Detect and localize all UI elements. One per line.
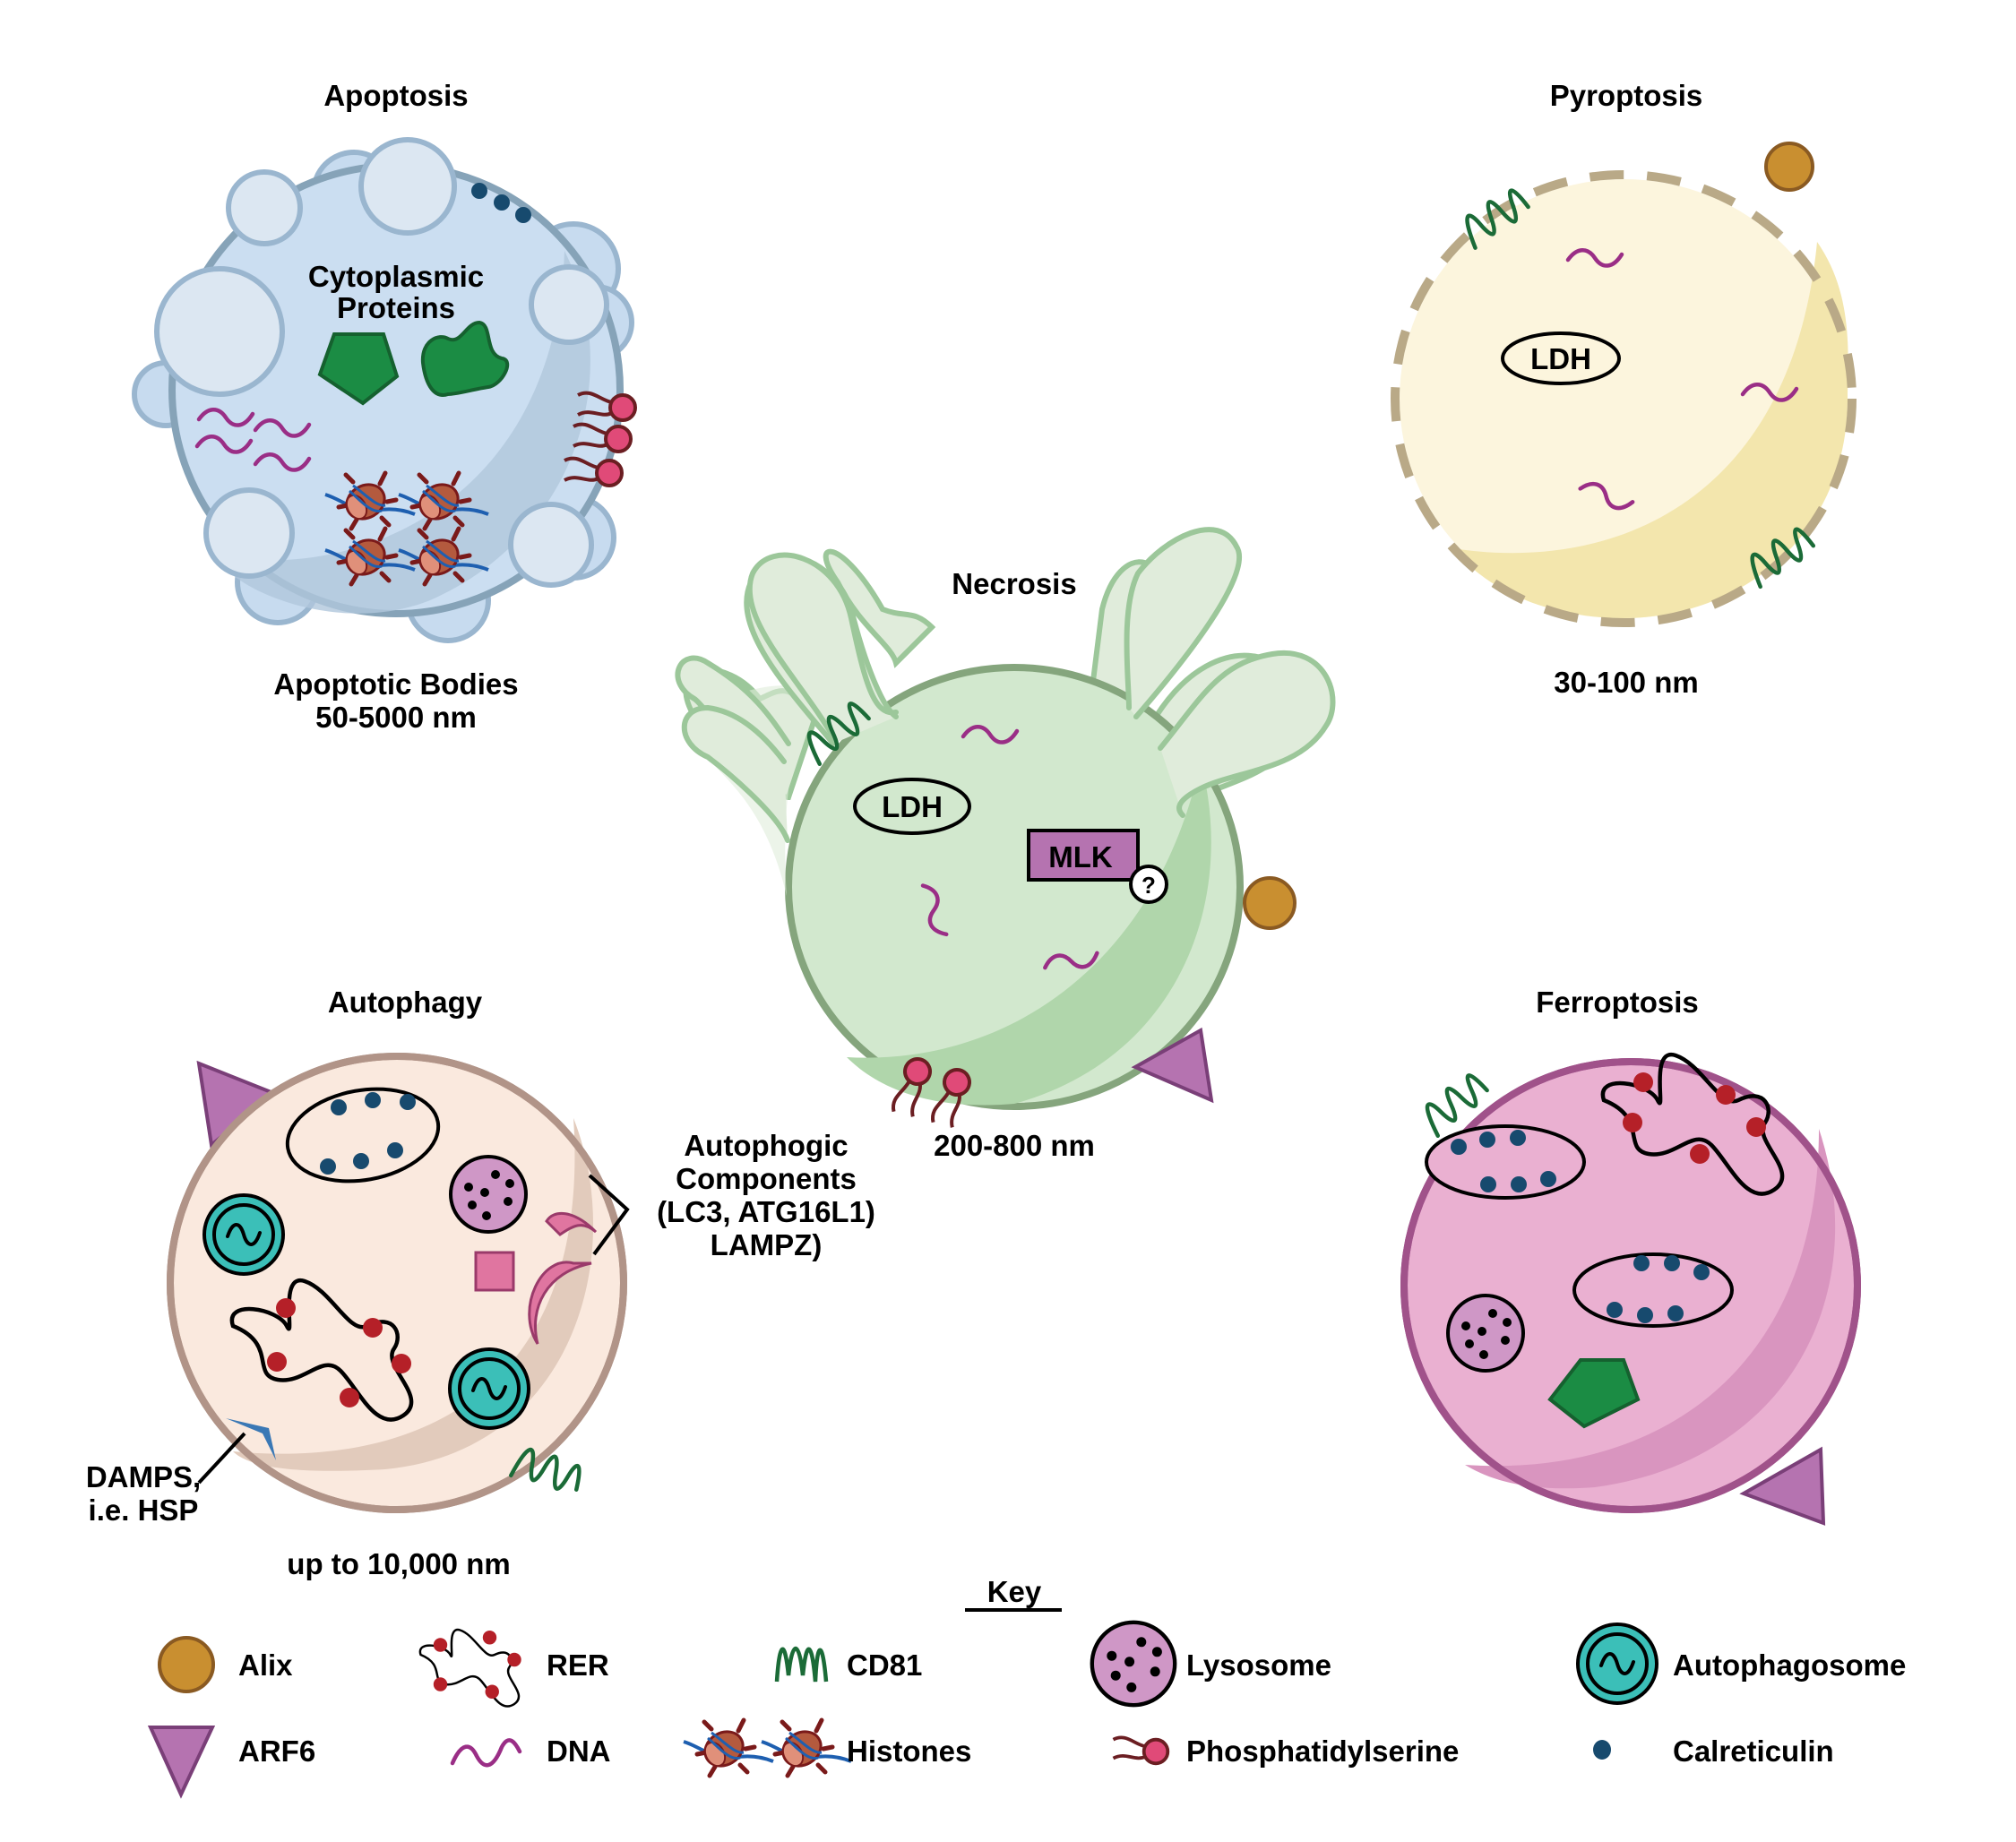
key-label: Phosphatidylserine <box>1186 1734 1459 1768</box>
key-title: Key <box>987 1575 1042 1608</box>
pyroptosis-title: Pyroptosis <box>1550 79 1703 112</box>
calreticulin-dots <box>1451 1130 1710 1323</box>
key-item-autophagosome: Autophagosome <box>1576 1623 1906 1705</box>
pyroptosis-size-label: 30-100 nm <box>1554 666 1698 699</box>
key-item-phosphatidylserine: Phosphatidylserine <box>1111 1734 1459 1768</box>
autophagy-panel: Autophagy Autophogic Components (LC3, AT… <box>86 986 875 1580</box>
key-item-cd81: CD81 <box>774 1646 922 1683</box>
apoptosis-title: Apoptosis <box>323 79 468 112</box>
arf6-icon <box>147 1726 216 1799</box>
dashed-membrane <box>1391 170 1857 627</box>
key-item-lysosome: Lysosome <box>1092 1623 1331 1705</box>
autophagic-crescent <box>528 1261 592 1345</box>
damps-label-2: i.e. HSP <box>89 1493 199 1527</box>
key-label: Alix <box>238 1648 293 1682</box>
necrosis-size-label: 200-800 nm <box>934 1129 1095 1162</box>
key-item-dna: DNA <box>450 1734 611 1768</box>
histones-icon <box>684 1720 851 1776</box>
components-label-2: Components <box>676 1162 857 1195</box>
key-label: ARF6 <box>238 1734 315 1768</box>
key-item-arf6: ARF6 <box>147 1726 315 1799</box>
protein-blob <box>420 320 510 397</box>
pyroptosis-ldh-label: LDH <box>1530 342 1591 375</box>
ferroptosis-panel: Ferroptosis <box>1400 986 1861 1526</box>
calreticulin-dots <box>471 183 531 223</box>
lysosome <box>449 1155 528 1234</box>
damps-icon <box>226 1418 276 1460</box>
autophagy-size-label: up to 10,000 nm <box>287 1547 510 1580</box>
ldh-oval <box>1501 331 1621 385</box>
key-label: Calreticulin <box>1673 1734 1834 1768</box>
lysosome <box>1446 1294 1525 1373</box>
ldh-oval <box>853 778 971 835</box>
alix-marker <box>1764 142 1814 192</box>
key-item-rer: RER <box>418 1628 609 1708</box>
necrosis-ldh-label: LDH <box>882 790 943 823</box>
damps-label-1: DAMPS, <box>86 1460 201 1493</box>
protein-pentagon <box>317 332 400 406</box>
mlk-box <box>1027 829 1140 882</box>
key-item-calreticulin: Calreticulin <box>1593 1734 1834 1768</box>
rer-organelle <box>1603 1054 1782 1194</box>
pyroptosis-panel: Pyroptosis LDH 30-100 nm <box>1391 79 1857 699</box>
key-label: Autophagosome <box>1673 1648 1906 1682</box>
key-item-alix: Alix <box>158 1636 293 1693</box>
key-label: Histones <box>847 1734 971 1768</box>
ferroptosis-title: Ferroptosis <box>1536 986 1699 1019</box>
organelle-oval <box>1425 1124 1586 1200</box>
necrosis-question-mark: ? <box>1142 872 1156 899</box>
dna-icon <box>450 1738 522 1768</box>
question-badge <box>1129 865 1168 904</box>
key-label: DNA <box>547 1734 611 1768</box>
alix-marker <box>1243 876 1297 930</box>
apoptosis-size-label-2: 50-5000 nm <box>315 701 477 734</box>
key-label: RER <box>547 1648 609 1682</box>
protein-pentagon <box>1547 1358 1641 1429</box>
alix-icon <box>158 1636 215 1693</box>
cd81-icon <box>774 1646 829 1683</box>
necrosis-mlk-label: MLK <box>1048 840 1113 874</box>
autophagic-square <box>474 1251 515 1292</box>
apoptosis-size-label-1: Apoptotic Bodies <box>273 667 518 701</box>
apoptosis-inner-label-2: Proteins <box>337 291 455 324</box>
apoptosis-inner-label-1: Cytoplasmic <box>308 260 484 293</box>
key-label: CD81 <box>847 1648 922 1682</box>
arf6-marker <box>1739 1446 1826 1526</box>
key-item-histones: Histones <box>684 1720 971 1776</box>
key-label: Lysosome <box>1186 1648 1331 1682</box>
components-label-4: LAMPZ) <box>711 1228 823 1261</box>
phosphatidylserine-icon <box>1111 1735 1170 1766</box>
rer-organelle <box>232 1280 411 1420</box>
autophagosome-2 <box>448 1347 530 1430</box>
components-label-3: (LC3, ATG16L1) <box>657 1195 875 1228</box>
necrosis-title: Necrosis <box>952 567 1076 600</box>
components-label-1: Autophogic <box>684 1129 848 1162</box>
calreticulin-dots <box>320 1092 416 1175</box>
damps-callout-line <box>197 1432 246 1485</box>
apoptotic-blebs-front <box>154 137 609 588</box>
lysosome-icon <box>1092 1623 1175 1705</box>
autophagic-crescent-small <box>545 1211 598 1236</box>
organelle-oval <box>285 1087 441 1184</box>
key-legend: Key Alix RER CD81 Lysosome Autophagosome <box>147 1575 1906 1799</box>
arf6-marker <box>1131 1027 1214 1104</box>
autophagy-title: Autophagy <box>328 986 483 1019</box>
autophagosome-icon <box>1576 1623 1658 1705</box>
necrosis-panel: Necrosis LDH MLK ? 200-800 nm <box>675 527 1336 1162</box>
autophagosome <box>202 1193 285 1276</box>
components-bracket <box>588 1174 630 1256</box>
rer-icon <box>418 1628 521 1708</box>
apoptosis-panel: Apoptosis Cytoplasmic Proteins <box>132 79 637 734</box>
calreticulin-icon <box>1593 1740 1611 1760</box>
